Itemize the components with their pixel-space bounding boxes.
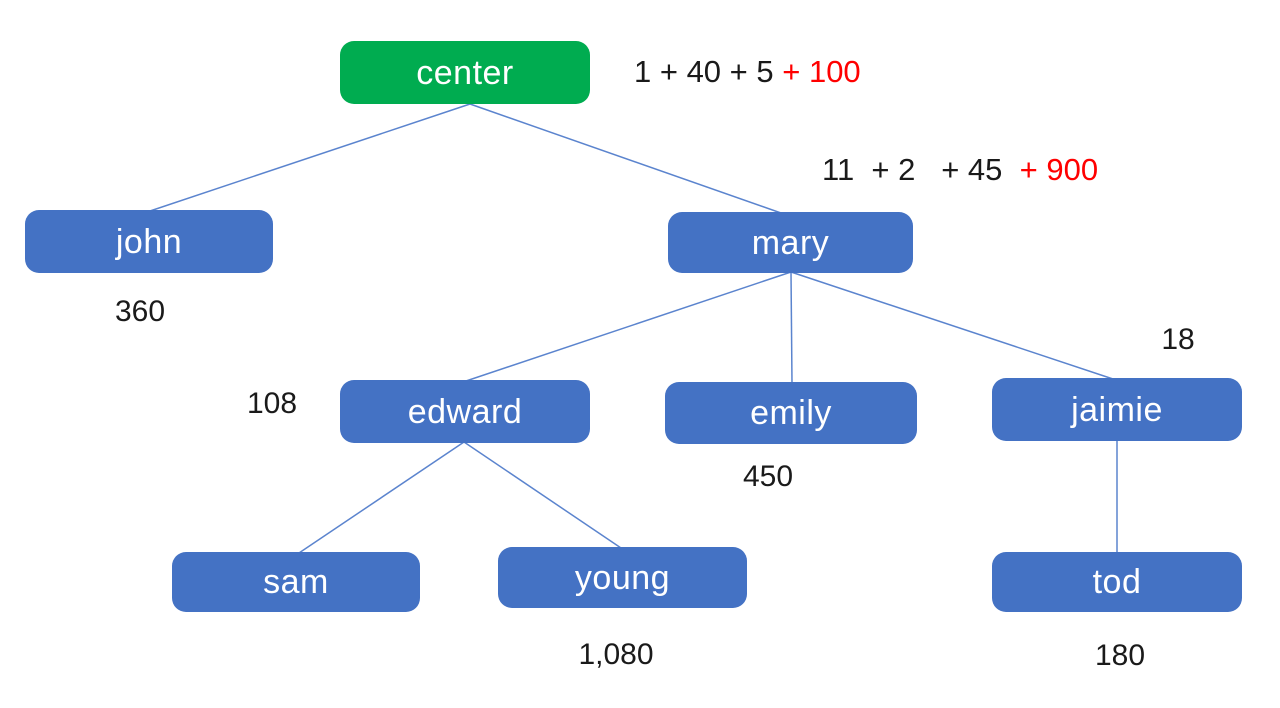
- node-mary: mary: [668, 212, 913, 273]
- value-label-tod: 180: [1094, 639, 1146, 672]
- node-young: young: [498, 547, 747, 608]
- edge-mary-emily: [790, 271, 793, 384]
- annotation-center-sum-red: + 100: [782, 54, 861, 89]
- edge-mary-jaimie: [790, 271, 1114, 380]
- edge-edward-sam: [298, 441, 465, 554]
- annotation-mary-sum-red: + 900: [1019, 152, 1099, 187]
- value-label-emily: 450: [742, 460, 794, 493]
- annotation-mary-sum-black: 11 + 2 + 45: [822, 152, 1020, 187]
- edge-center-john: [149, 103, 471, 212]
- node-john: john: [25, 210, 273, 273]
- edge-mary-edward: [465, 271, 792, 382]
- value-label-jaimie: 18: [1161, 323, 1195, 356]
- node-edward: edward: [340, 380, 590, 443]
- node-sam: sam: [172, 552, 420, 612]
- value-label-edward: 108: [246, 387, 298, 420]
- node-jaimie: jaimie: [992, 378, 1242, 441]
- annotation-center-sum: 1 + 40 + 5 + 100: [634, 56, 861, 87]
- node-tod: tod: [992, 552, 1242, 612]
- node-center: center: [340, 41, 590, 104]
- annotation-mary-sum: 11 + 2 + 45 + 900: [822, 154, 1098, 185]
- node-emily: emily: [665, 382, 917, 444]
- value-label-john: 360: [114, 295, 166, 328]
- annotation-center-sum-black: 1 + 40 + 5: [634, 54, 783, 89]
- value-label-young: 1,080: [578, 638, 654, 671]
- edge-center-mary: [469, 103, 782, 214]
- edge-edward-young: [463, 441, 622, 549]
